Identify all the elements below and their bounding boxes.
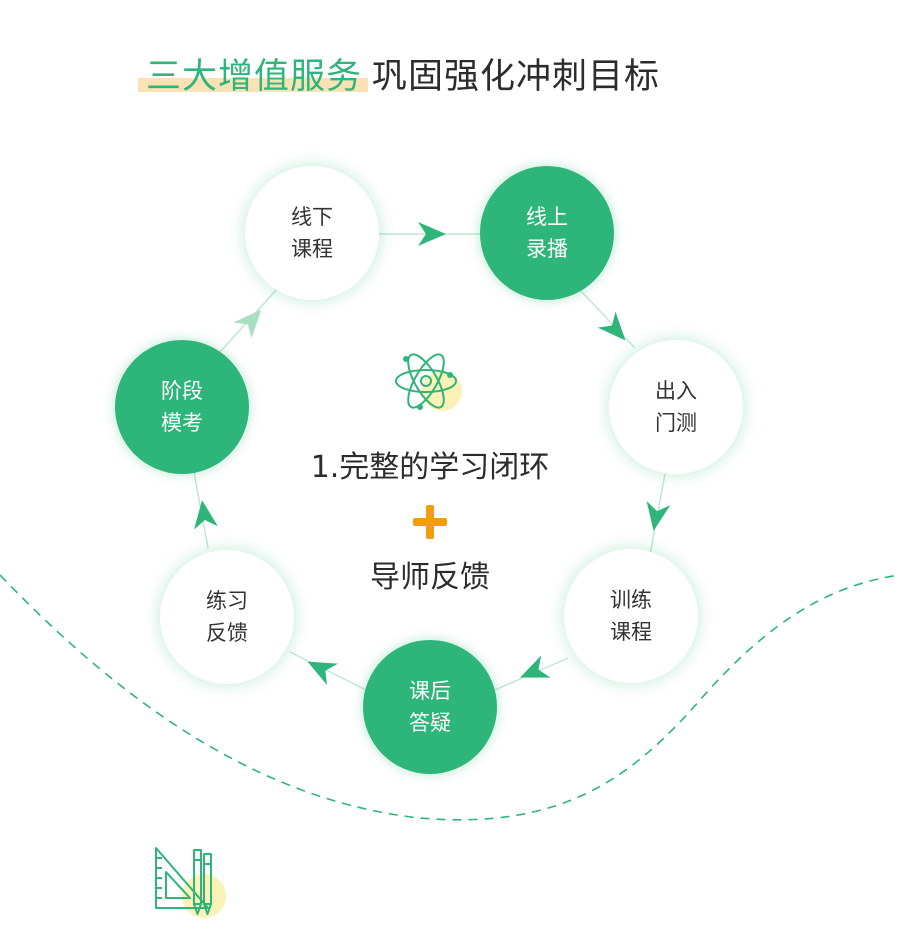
node-label-line1: 线上 xyxy=(526,205,568,229)
node-label-line2: 反馈 xyxy=(206,621,248,645)
node-label-line1: 训练 xyxy=(610,588,652,612)
arrow-5-icon xyxy=(307,661,338,686)
cycle-arrowheads xyxy=(194,222,671,686)
node-offline-course: 线下 课程 xyxy=(245,166,379,300)
node-training-course: 训练 课程 xyxy=(564,549,698,683)
node-practice-feedback: 练习 反馈 xyxy=(160,550,294,684)
node-label-line2: 录播 xyxy=(526,237,568,261)
page-title: 三大增值服务巩固强化冲刺目标 xyxy=(138,52,661,102)
title-highlight-text: 三大增值服务 xyxy=(146,57,363,97)
plus-icon xyxy=(413,505,447,539)
arrow-1-icon xyxy=(418,222,446,246)
node-label-line1: 阶段 xyxy=(161,379,203,403)
node-entry-exit-test: 出入 门测 xyxy=(609,340,743,474)
title-highlight: 三大增值服务 xyxy=(138,57,369,97)
center-text-loop: 1.完整的学习闭环 xyxy=(310,450,550,485)
node-label-line1: 出入 xyxy=(655,379,697,403)
node-label-line2: 课程 xyxy=(291,237,333,261)
arrow-6-icon xyxy=(194,500,218,530)
node-label-line2: 答疑 xyxy=(409,711,451,735)
arrow-2-icon xyxy=(597,311,626,341)
node-stage-mock-exam: 阶段 模考 xyxy=(115,340,249,474)
node-label-line1: 线下 xyxy=(291,205,333,229)
arrow-3-icon xyxy=(646,501,671,531)
center-text-mentor: 导师反馈 xyxy=(370,560,490,595)
node-label-line2: 模考 xyxy=(161,411,203,435)
ruler-pencil-icon xyxy=(155,847,226,918)
title-rest-text: 巩固强化冲刺目标 xyxy=(372,57,661,97)
arrow-7-icon xyxy=(233,309,262,339)
arrow-4-icon xyxy=(520,655,551,678)
node-after-class-qa: 课后 答疑 xyxy=(363,640,497,774)
dashed-wave-line xyxy=(0,574,900,821)
atom-icon xyxy=(395,353,462,411)
node-label-line2: 课程 xyxy=(610,620,652,644)
node-label-line1: 练习 xyxy=(206,589,248,613)
node-label-line2: 门测 xyxy=(655,411,697,435)
node-label-line1: 课后 xyxy=(409,679,451,703)
cycle-connectors xyxy=(193,233,666,691)
node-online-recording: 线上 录播 xyxy=(480,166,614,300)
